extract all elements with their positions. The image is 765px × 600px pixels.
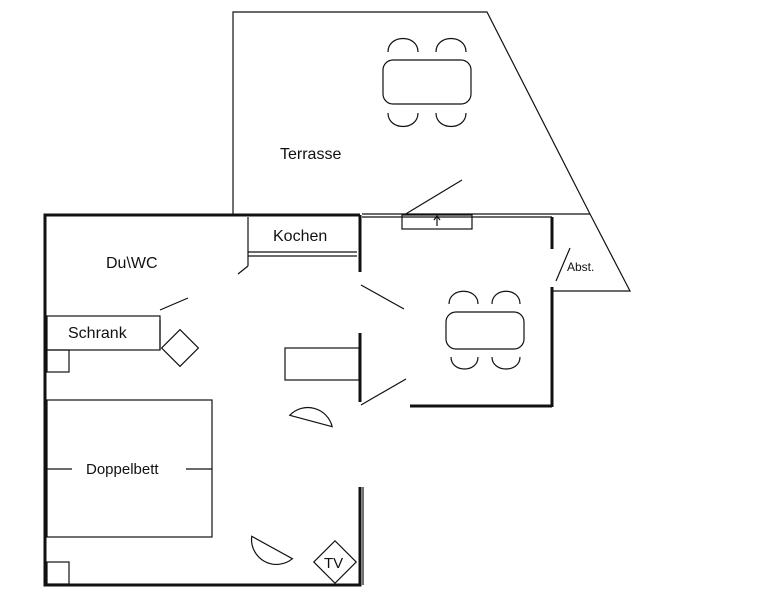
terrace-area [232, 11, 591, 215]
label-terrasse: Terrasse [280, 146, 341, 163]
walls [43, 213, 554, 587]
label-kochen: Kochen [273, 228, 327, 245]
terrace-table [382, 38, 472, 127]
storage-room [553, 213, 631, 292]
terrace-door [401, 179, 473, 230]
double-bed [46, 399, 213, 585]
kitchen [247, 217, 357, 266]
label-doppelbett: Doppelbett [86, 461, 159, 478]
label-abst: Abst. [567, 260, 594, 274]
label-duwc: Du\WC [106, 255, 158, 272]
label-tv: TV [324, 555, 343, 572]
interior-doors [159, 265, 407, 406]
living-furniture [250, 347, 360, 566]
tv [312, 539, 358, 585]
wardrobe [46, 315, 200, 373]
label-schrank: Schrank [68, 325, 128, 342]
dining-table [445, 290, 525, 370]
